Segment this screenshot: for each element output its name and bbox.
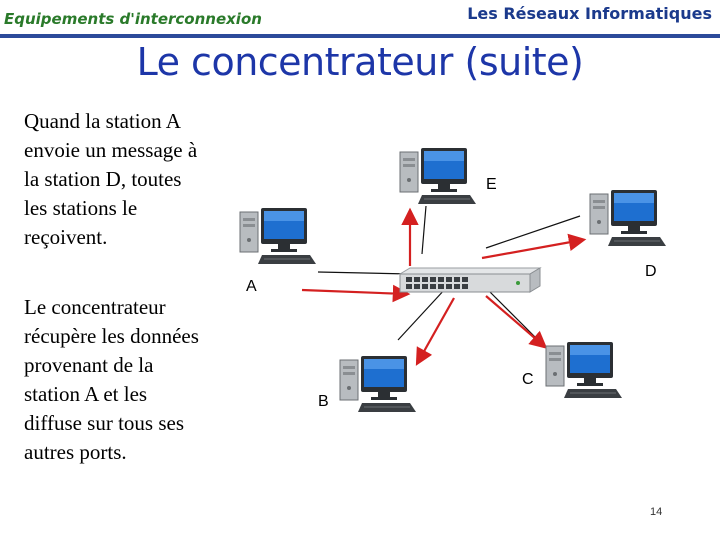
wire-a	[317, 271, 411, 275]
arrow-to-d	[481, 233, 587, 260]
slide-title: Le concentrateur (suite)	[136, 40, 584, 84]
wire-c	[485, 287, 541, 343]
wire-e	[421, 205, 427, 255]
page-number: 14	[650, 506, 663, 518]
label-b: B	[318, 393, 329, 410]
paragraph-broadcast: Quand la station A envoie un message à l…	[24, 109, 198, 249]
arrow-to-b	[415, 297, 455, 366]
course-header: Les Réseaux Informatiques	[467, 4, 712, 23]
computer-d-icon	[589, 189, 667, 247]
wire-d	[485, 215, 581, 249]
wires	[317, 205, 581, 343]
arrow-from-a	[301, 284, 411, 303]
computer-c-icon	[545, 341, 623, 399]
hub-icon	[398, 267, 542, 293]
paragraph-hub-function: Le concentrateur récupère les données pr…	[24, 295, 199, 464]
header-divider	[0, 34, 720, 38]
label-a: A	[246, 278, 257, 295]
section-header: Equipements d'interconnexion	[4, 10, 262, 28]
computer-e-icon	[399, 147, 477, 205]
signal-arrows	[301, 207, 587, 366]
wire-b	[397, 287, 447, 341]
network-diagram: E D A B C	[239, 147, 667, 413]
label-d: D	[645, 263, 657, 280]
computer-a-icon	[239, 207, 317, 265]
arrow-to-c	[485, 295, 548, 349]
label-e: E	[486, 176, 497, 193]
label-c: C	[522, 371, 534, 388]
computer-b-icon	[339, 355, 417, 413]
